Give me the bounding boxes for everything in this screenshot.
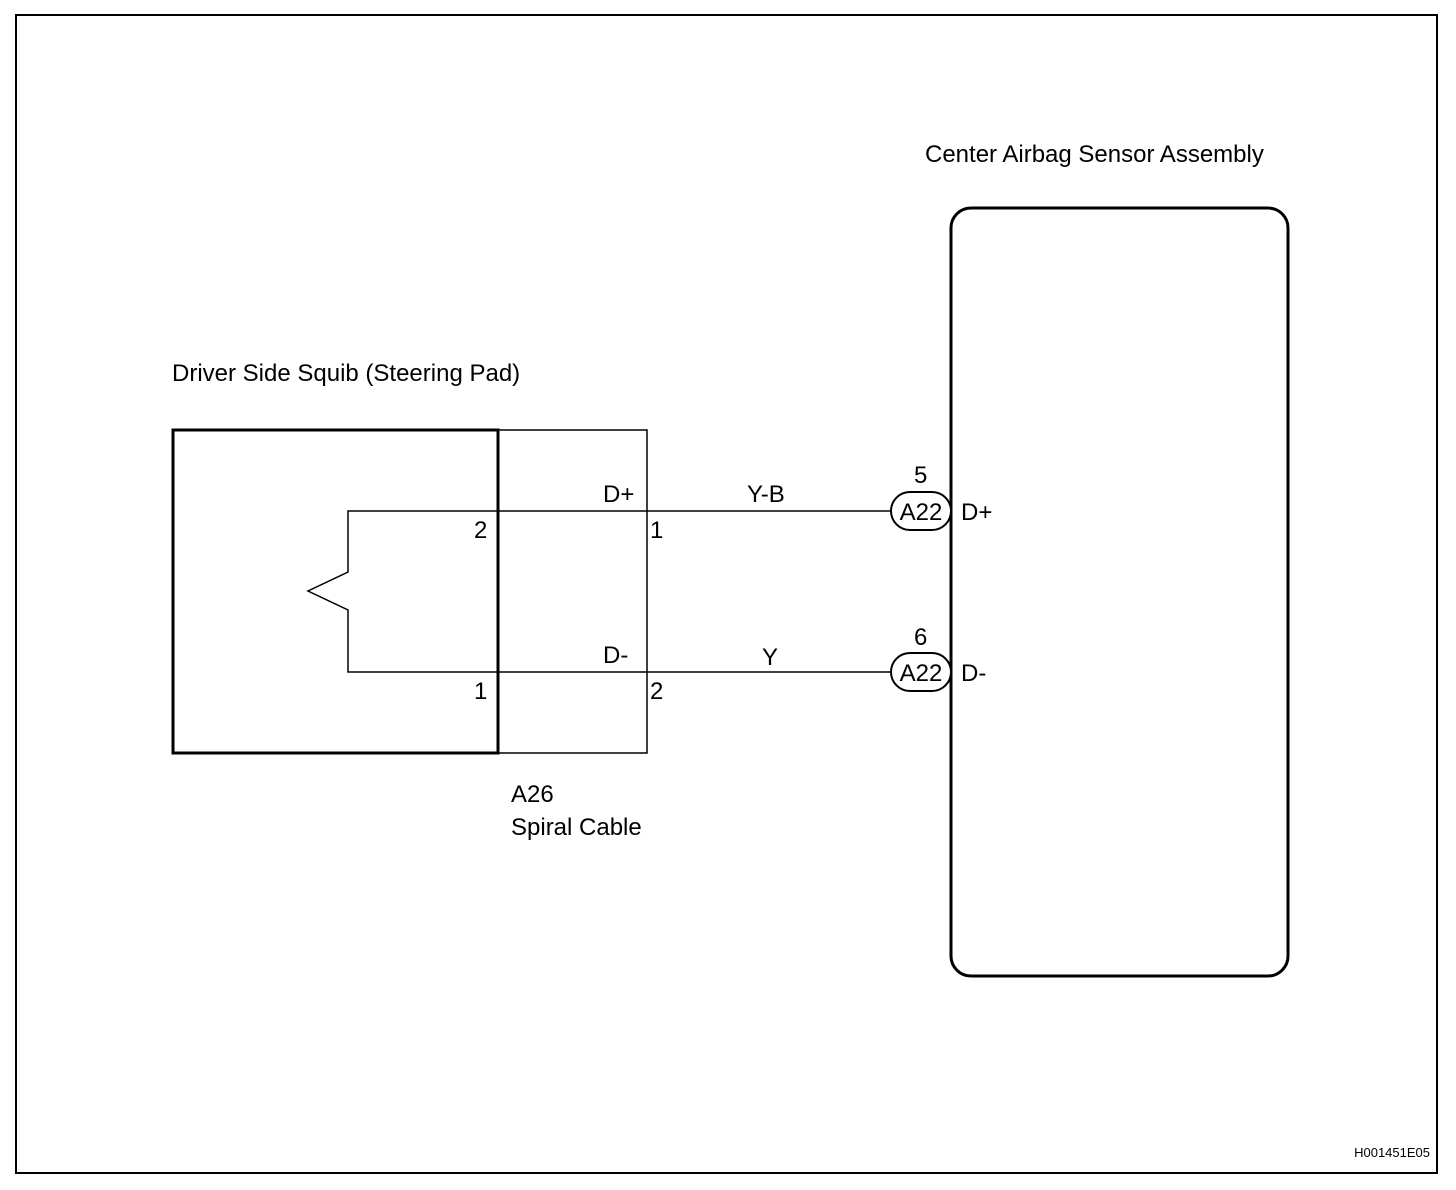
squib-title: Driver Side Squib (Steering Pad) <box>172 360 520 387</box>
spiral-cable-box <box>497 429 648 754</box>
ecu-pin-d-minus: 6 <box>914 624 927 651</box>
ecu-pin-d-plus: 5 <box>914 462 927 489</box>
wire-color-d-plus: Y-B <box>747 481 785 508</box>
ecu-title: Center Airbag Sensor Assembly <box>925 141 1264 168</box>
spiral-label-d-minus: D- <box>603 642 628 669</box>
connector-a22-d-minus <box>890 652 952 692</box>
ecu-box <box>949 206 1290 978</box>
ecu-terminal-d-plus: D+ <box>961 499 992 526</box>
connector-a22-d-plus <box>890 491 952 531</box>
spiral-pin-d-plus: 1 <box>650 517 663 544</box>
ecu-terminal-d-minus: D- <box>961 660 986 687</box>
squib-element <box>306 510 498 673</box>
connector-label-d-plus: A22 <box>900 499 943 526</box>
spiral-cable-code: A26 <box>511 781 554 808</box>
diagram-frame <box>15 14 1438 1174</box>
spiral-label-d-plus: D+ <box>603 481 634 508</box>
squib-pin-d-plus: 2 <box>474 517 487 544</box>
squib-box <box>171 428 500 755</box>
spiral-cable-name: Spiral Cable <box>511 814 642 841</box>
wire-color-d-minus: Y <box>762 644 778 671</box>
squib-pin-d-minus: 1 <box>474 678 487 705</box>
figure-id: H001451E05 <box>1354 1145 1430 1160</box>
spiral-pin-d-minus: 2 <box>650 678 663 705</box>
connector-label-d-minus: A22 <box>900 660 943 687</box>
